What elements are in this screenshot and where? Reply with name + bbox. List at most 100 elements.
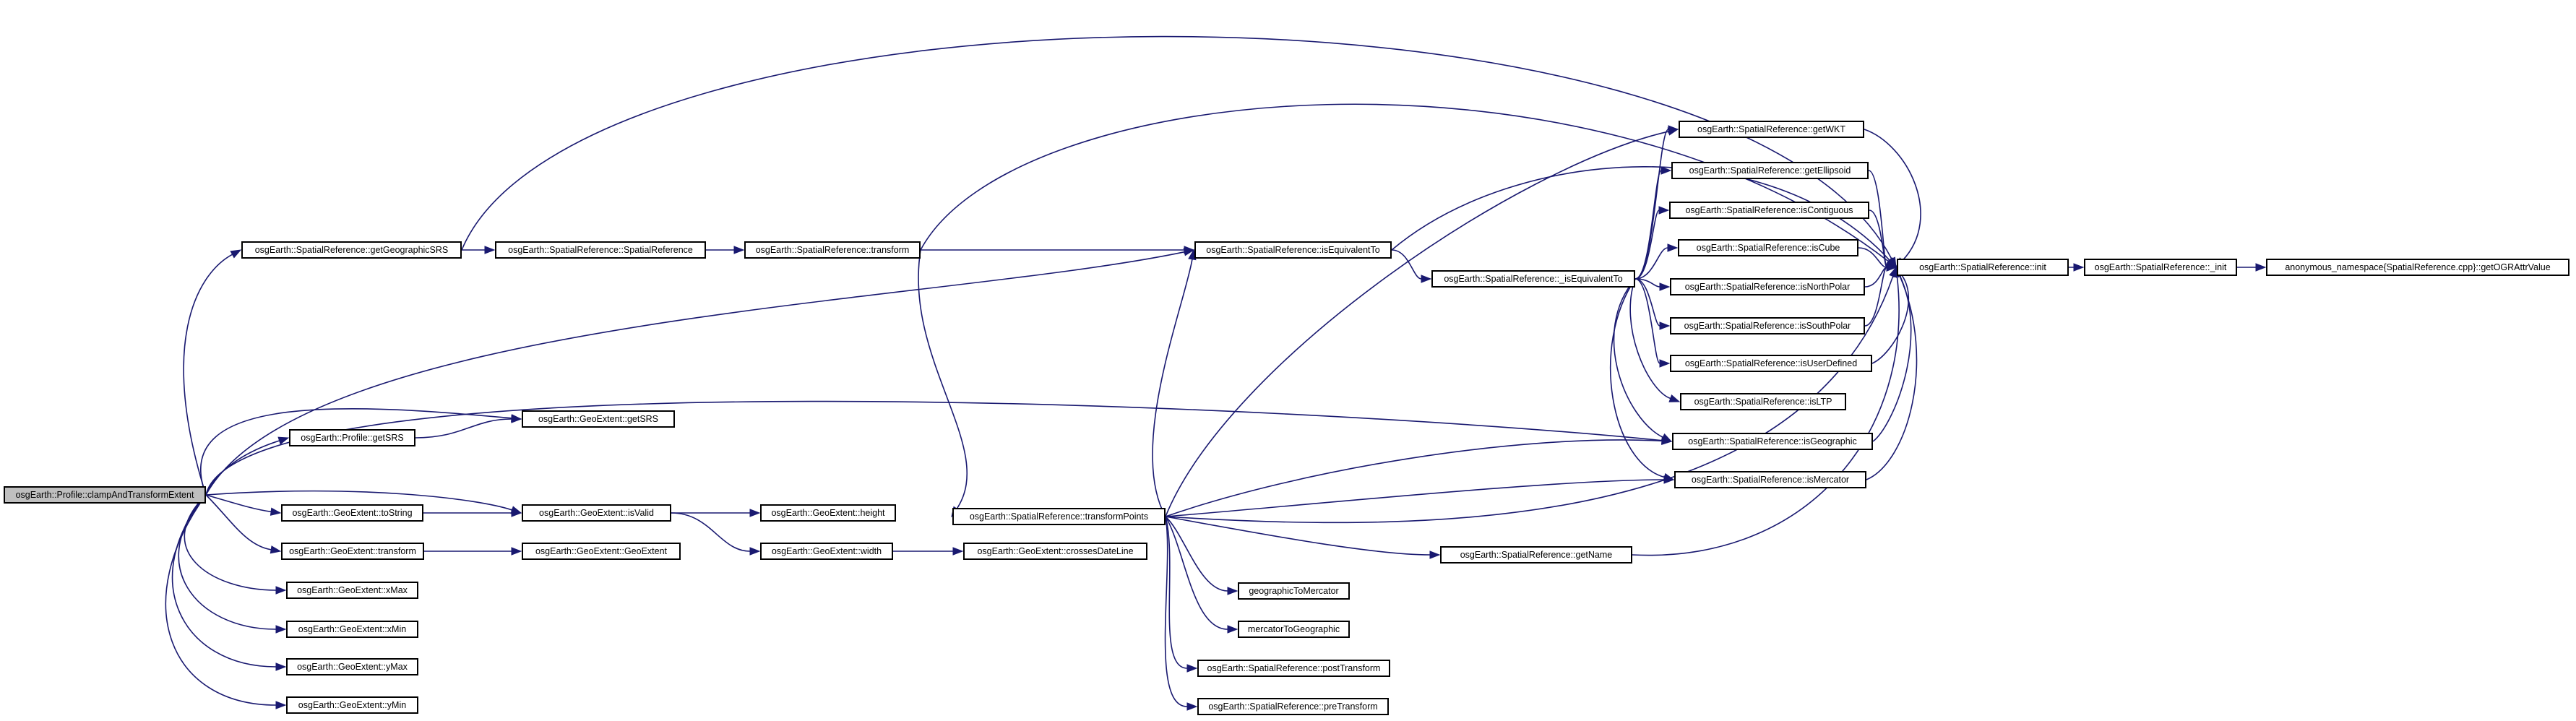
edge-transformPoints-to-getWKT: [1165, 131, 1669, 517]
arrowhead-clamp-to-extentTransform: [270, 545, 282, 554]
node-isMercator[interactable]: osgEarth::SpatialReference::isMercator: [1674, 471, 1866, 488]
node-isContiguous[interactable]: osgEarth::SpatialReference::isContiguous: [1669, 202, 1869, 219]
node-extentGetSRS[interactable]: osgEarth::GeoExtent::getSRS: [522, 410, 675, 428]
edge-_isEquivalentTo-to-getEllipsoid: [1634, 170, 1662, 280]
arrowhead-_isEquivalentTo-to-isSouthPolar: [1659, 321, 1671, 330]
arrowhead-isValid-to-height: [749, 509, 761, 517]
node-height[interactable]: osgEarth::GeoExtent::height: [760, 504, 896, 522]
node-isUserDefined[interactable]: osgEarth::SpatialReference::isUserDefine…: [1670, 355, 1872, 372]
node-transformPoints[interactable]: osgEarth::SpatialReference::transformPoi…: [952, 508, 1166, 525]
node-getOGRAttrValue[interactable]: anonymous_namespace{SpatialReference.cpp…: [2266, 259, 2569, 276]
arrowhead-_init-to-getOGRAttrValue: [2255, 263, 2267, 272]
node-clamp[interactable]: osgEarth::Profile::clampAndTransformExte…: [4, 486, 206, 504]
edge-transformPoints-to-postTransform: [1165, 516, 1188, 669]
arrowhead-isEquivalentTo-to-init: [1886, 257, 1897, 269]
edge-isCube-to-init: [1858, 247, 1887, 268]
node-preTransform[interactable]: osgEarth::SpatialReference::preTransform: [1197, 698, 1389, 715]
arrowhead-srTransform-to-isEquivalentTo: [1184, 246, 1195, 254]
edge-transformPoints-to-isMercator: [1165, 479, 1665, 517]
edge-isSouthPolar-to-init: [1864, 267, 1887, 327]
edge-clamp-to-getGeographicSRS: [183, 254, 233, 496]
arrowhead-clamp-to-xMax: [275, 586, 287, 595]
edge-_isEquivalentTo-to-getWKT: [1634, 129, 1669, 280]
node-getWKT[interactable]: osgEarth::SpatialReference::getWKT: [1679, 121, 1864, 138]
edge-getGeographicSRS-to-init: [461, 35, 1892, 259]
arrowhead-transformPoints-to-getName: [1429, 551, 1441, 559]
edge-profileGetSRS-to-extentGetSRS: [415, 418, 512, 439]
arrowhead-profileGetSRS-to-extentGetSRS: [511, 415, 522, 423]
node-yMax[interactable]: osgEarth::GeoExtent::yMax: [286, 658, 418, 675]
edge-clamp-to-isEquivalentTo: [205, 251, 1185, 496]
edge-clamp-to-xMax: [184, 494, 277, 591]
edge-clamp-to-toString: [205, 494, 272, 513]
edge-_isEquivalentTo-to-isContiguous: [1634, 210, 1660, 280]
node-isSouthPolar[interactable]: osgEarth::SpatialReference::isSouthPolar: [1670, 317, 1865, 334]
edge-transformPoints-to-geographicToMercator: [1165, 516, 1228, 592]
node-_isEquivalentTo[interactable]: osgEarth::SpatialReference::_isEquivalen…: [1431, 270, 1635, 288]
edge-_isEquivalentTo-to-isCube: [1634, 247, 1668, 280]
edge-_isEquivalentTo-to-isGeographic: [1613, 278, 1663, 438]
edge-transformPoints-to-preTransform: [1164, 516, 1188, 707]
arrowhead-clamp-to-xMin: [275, 625, 287, 634]
arrowhead-getGeographicSRS-to-srCtor: [484, 246, 496, 254]
node-geographicToMercator[interactable]: geographicToMercator: [1238, 582, 1350, 600]
node-profileGetSRS[interactable]: osgEarth::Profile::getSRS: [289, 429, 415, 446]
edge-_isEquivalentTo-to-isLTP: [1629, 278, 1671, 400]
node-crossesDateLine[interactable]: osgEarth::GeoExtent::crossesDateLine: [963, 543, 1147, 560]
arrowhead-transformPoints-to-getWKT: [1667, 127, 1679, 136]
node-toString[interactable]: osgEarth::GeoExtent::toString: [281, 504, 423, 522]
arrowhead-clamp-to-yMax: [275, 662, 287, 671]
arrowhead-clamp-to-toString: [270, 507, 282, 516]
edge-transformPoints-to-isGeographic: [1165, 439, 1663, 517]
edge-getWKT-to-init: [1864, 129, 1921, 262]
edge-_isEquivalentTo-to-isNorthPolar: [1634, 278, 1660, 288]
node-extentTransform[interactable]: osgEarth::GeoExtent::transform: [281, 543, 424, 560]
node-isGeographic[interactable]: osgEarth::SpatialReference::isGeographic: [1672, 433, 1873, 450]
arrowhead-extentTransform-to-extentCtor: [511, 547, 522, 556]
edge-clamp-to-profileGetSRS: [205, 440, 280, 496]
node-isValid[interactable]: osgEarth::GeoExtent::isValid: [522, 504, 671, 522]
edge-_isEquivalentTo-to-isSouthPolar: [1634, 278, 1660, 327]
edge-transformPoints-to-mercatorToGeographic: [1165, 516, 1228, 630]
edge-clamp-to-yMin: [165, 494, 277, 706]
node-srCtor[interactable]: osgEarth::SpatialReference::SpatialRefer…: [495, 241, 706, 259]
edge-_isEquivalentTo-to-isMercator: [1609, 278, 1665, 478]
node-isEquivalentTo[interactable]: osgEarth::SpatialReference::isEquivalent…: [1194, 241, 1392, 259]
node-isCube[interactable]: osgEarth::SpatialReference::isCube: [1678, 239, 1858, 256]
node-postTransform[interactable]: osgEarth::SpatialReference::postTransfor…: [1197, 660, 1390, 677]
edge-transformPoints-to-init: [1165, 276, 1894, 524]
arrowhead-srCtor-to-srTransform: [733, 246, 745, 254]
arrowhead-transformPoints-to-mercatorToGeographic: [1227, 625, 1239, 634]
node-getGeographicSRS[interactable]: osgEarth::SpatialReference::getGeographi…: [241, 241, 462, 259]
edge-isContiguous-to-init: [1869, 210, 1887, 268]
arrowhead-width-to-crossesDateLine: [952, 547, 964, 556]
node-isLTP[interactable]: osgEarth::SpatialReference::isLTP: [1680, 393, 1846, 410]
arrowhead-isValid-to-width: [749, 547, 761, 556]
node-_init[interactable]: osgEarth::SpatialReference::_init: [2084, 259, 2237, 276]
arrowhead-isSouthPolar-to-init: [1886, 263, 1897, 272]
node-xMax[interactable]: osgEarth::GeoExtent::xMax: [286, 582, 418, 599]
arrowhead-clamp-to-yMin: [275, 701, 287, 709]
arrowhead-_isEquivalentTo-to-isContiguous: [1658, 206, 1670, 215]
node-isNorthPolar[interactable]: osgEarth::SpatialReference::isNorthPolar: [1670, 278, 1865, 295]
node-extentCtor[interactable]: osgEarth::GeoExtent::GeoExtent: [522, 543, 681, 560]
node-xMin[interactable]: osgEarth::GeoExtent::xMin: [286, 621, 418, 638]
node-srTransform[interactable]: osgEarth::SpatialReference::transform: [744, 241, 921, 259]
edge-clamp-to-extentGetSRS: [200, 407, 512, 496]
arrowhead-_isEquivalentTo-to-getEllipsoid: [1660, 166, 1672, 175]
node-getName[interactable]: osgEarth::SpatialReference::getName: [1440, 546, 1632, 564]
arrowhead-init-to-_init: [2073, 263, 2085, 272]
node-yMin[interactable]: osgEarth::GeoExtent::yMin: [286, 696, 418, 714]
arrowhead-toString-to-isValid: [511, 509, 522, 517]
node-init[interactable]: osgEarth::SpatialReference::init: [1897, 259, 2069, 276]
node-getEllipsoid[interactable]: osgEarth::SpatialReference::getEllipsoid: [1671, 162, 1869, 179]
edge-isEquivalentTo-to-_isEquivalentTo: [1391, 249, 1422, 280]
edge-_isEquivalentTo-to-isUserDefined: [1634, 278, 1660, 364]
node-mercatorToGeographic[interactable]: mercatorToGeographic: [1238, 621, 1350, 638]
node-width[interactable]: osgEarth::GeoExtent::width: [760, 543, 893, 560]
edge-isMercator-to-init: [1866, 275, 1918, 480]
arrowhead-isEquivalentTo-to-_isEquivalentTo: [1421, 275, 1432, 283]
edge-isValid-to-width: [671, 512, 751, 552]
